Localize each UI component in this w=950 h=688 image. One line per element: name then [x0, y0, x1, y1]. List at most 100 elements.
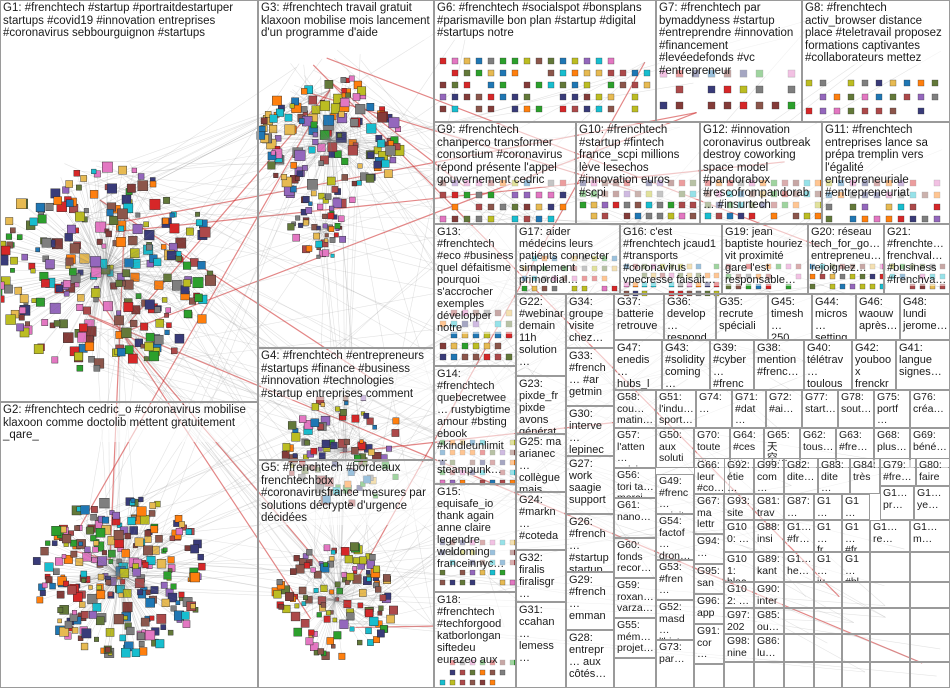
group-cell-g32: G32: firalis firalisgr… — [516, 550, 566, 602]
group-label: G71: #dat… — [735, 392, 764, 427]
group-cell-g100: G100: … — [724, 520, 754, 552]
group-label: G63: #fre… — [839, 430, 872, 453]
group-cell-g98: G98: nine… — [724, 634, 754, 662]
group-cell-g11: G11: #frenchtech entreprises lance sa pr… — [822, 122, 950, 224]
group-cell-g8: G8: #frenchtech activ_browser distance p… — [802, 0, 950, 122]
group-cell-g96: G96: app… — [694, 594, 724, 624]
group-cell-g75: G75: portf… — [874, 390, 910, 428]
group-cell-g51: G51: l'indu… sport… — [656, 390, 696, 428]
group-cell-g38: G38: mention #frenc… — [754, 340, 804, 390]
group-label: G87: … — [787, 496, 812, 519]
group-label: G34: groupe visite chez… — [569, 296, 612, 344]
group-cell-g1_j: G1… he… — [784, 552, 814, 582]
group-cell-g91: G91: cor… — [694, 624, 724, 664]
group-cell — [814, 582, 842, 608]
group-cell-g1_l: G1… #bl… — [842, 552, 870, 582]
group-label: G58: cou… matin… — [617, 392, 654, 427]
group-label: G53: #fren… par… — [659, 562, 692, 600]
group-label: G26: #french… #startup startup… — [569, 516, 612, 572]
group-cell-g17: G17: aider médecins leurs patients conne… — [516, 224, 620, 294]
group-cell — [870, 634, 910, 662]
group-label: G95: san… — [697, 566, 722, 594]
group-cell-g35: G35: recrute spéciali… — [716, 294, 768, 340]
group-label: G80: faire… — [919, 460, 948, 486]
group-label: G1… fr… — [817, 522, 840, 552]
group-cell — [910, 552, 950, 582]
group-label: G60: fonds recor… — [617, 540, 654, 575]
group-cell — [814, 662, 842, 688]
group-cell-g21: G21: #frenchte… frenchval… #business #fr… — [884, 224, 950, 294]
group-label: G24: #markn… #coteda… #frencht… — [519, 494, 564, 550]
group-cell-g55: G55: mém… projet… — [614, 618, 656, 658]
group-label: G7: #frenchtech par bymaddyness #startup… — [659, 2, 800, 77]
group-cell-g77: G77: start… — [802, 390, 838, 428]
group-cell-g86: G86: lu… — [754, 634, 784, 662]
group-label: G13: #frenchtech #eco #business quel déf… — [437, 226, 514, 334]
group-label: G32: firalis firalisgr… — [519, 552, 564, 600]
group-label: G20: réseau tech_for_go… entrepreneu… re… — [811, 226, 882, 274]
group-cell — [842, 608, 870, 634]
group-cell-g90: G90: inter… — [754, 582, 784, 608]
group-cell-g47: G47: enedis… hubs_l… — [614, 340, 662, 390]
group-cell-g24: G24: #markn… #coteda… #frencht… — [516, 492, 566, 550]
group-cell — [842, 634, 870, 662]
group-label: G18: #frenchtech #techforgood katborlong… — [437, 594, 514, 666]
group-label: G40: télétrav… toulous… — [807, 342, 850, 390]
group-label: G1… he… — [787, 554, 812, 577]
group-label: G57: l'atten… voici… — [617, 430, 654, 468]
group-cell-g10: G10: #frenchtech #startup #fintech franc… — [576, 122, 700, 224]
group-label: G38: mention #frenc… — [757, 342, 802, 378]
group-cell-g1_d: G1… ye… — [914, 486, 950, 520]
group-cell — [910, 634, 950, 662]
group-label: G1… #c… — [817, 496, 840, 520]
group-label: G99: com… — [757, 460, 782, 494]
group-cell-g92: G92: étie… — [724, 458, 754, 494]
group-label: G49: #frenc… eqinit… — [659, 476, 692, 514]
group-label: G91: cor… — [697, 626, 722, 661]
group-cell-g52: G52: masd… l'hist… — [656, 600, 694, 640]
group-label: G12: #innovation coronavirus outbreak de… — [703, 124, 820, 212]
group-cell-g16: G16: c'est #frenchtech jcaud1 #transport… — [620, 224, 722, 294]
group-cell — [724, 662, 754, 688]
group-label: G79: #fre… — [883, 460, 914, 483]
group-label: G69: béné… — [913, 430, 948, 453]
group-label: G8: #frenchtech activ_browser distance p… — [805, 2, 948, 65]
group-cell — [910, 608, 950, 634]
group-cell-g93: G93: site… — [724, 494, 754, 520]
group-label: G11: #frenchtech entreprises lance sa pr… — [825, 124, 948, 199]
group-label: G16: c'est #frenchtech jcaud1 #transport… — [623, 226, 720, 286]
group-cell-g95: G95: san… — [694, 564, 724, 594]
group-label: G29: #french… emman… — [569, 574, 612, 630]
group-label: G36: develop… respond… — [667, 296, 714, 340]
group-cell-g34: G34: groupe visite chez… — [566, 294, 614, 348]
group-cell-g7: G7: #frenchtech par bymaddyness #startup… — [656, 0, 802, 122]
group-label: G37: batterie retrouve… — [617, 296, 662, 340]
group-label: G76: créa… — [913, 392, 948, 415]
group-cell-g84: G84: très — [850, 458, 880, 494]
group-cell-g27: G27: work saagie support… — [566, 456, 614, 514]
group-label: G85: ou… — [757, 610, 782, 633]
group-cell-g1_b: G1… 21… — [842, 494, 870, 520]
group-cell-g4: G4: #frenchtech #entrepreneurs #startups… — [258, 348, 434, 460]
group-label: G35: recrute spéciali… — [719, 296, 766, 340]
group-label: G30: interve… lepinec… entrepri… — [569, 408, 612, 456]
group-label: G78: sout… — [841, 392, 872, 415]
group-cell-g20: G20: réseau tech_for_go… entrepreneu… re… — [808, 224, 884, 294]
group-cell-g5: G5: #frenchtech #bordeaux frenchtechbdx … — [258, 460, 434, 688]
group-cell-g76: G76: créa… — [910, 390, 950, 428]
group-cell-g1_f: G1… fr… — [814, 520, 842, 552]
group-label: G41: langue signes… — [899, 342, 948, 378]
group-cell-g23: G23: pixde_fr pixde avons générat… — [516, 376, 566, 434]
group-cell-g60: G60: fonds recor… — [614, 538, 656, 578]
group-label: G93: site… — [727, 496, 752, 520]
group-label: G94: … — [697, 536, 722, 559]
group-cell-g44: G44: micros… setting… — [812, 294, 856, 340]
group-label: G5: #frenchtech #bordeaux frenchtechbdx … — [261, 462, 432, 525]
group-label: G9: #frenchtech chanperco transformer co… — [437, 124, 574, 187]
group-cell-g25: G25: ma arianec… collègue mais… — [516, 434, 566, 492]
group-cell-g54: G54: factof… dron… — [656, 514, 694, 560]
group-cell-g19: G19: jean baptiste houriez vit proximité… — [722, 224, 808, 294]
group-label: G15: equisafe_io thank again anne claire… — [437, 486, 514, 570]
group-cell-g56: G56: tori ta… merci… — [614, 468, 656, 498]
group-cell-g97: G97: 202… — [724, 608, 754, 634]
